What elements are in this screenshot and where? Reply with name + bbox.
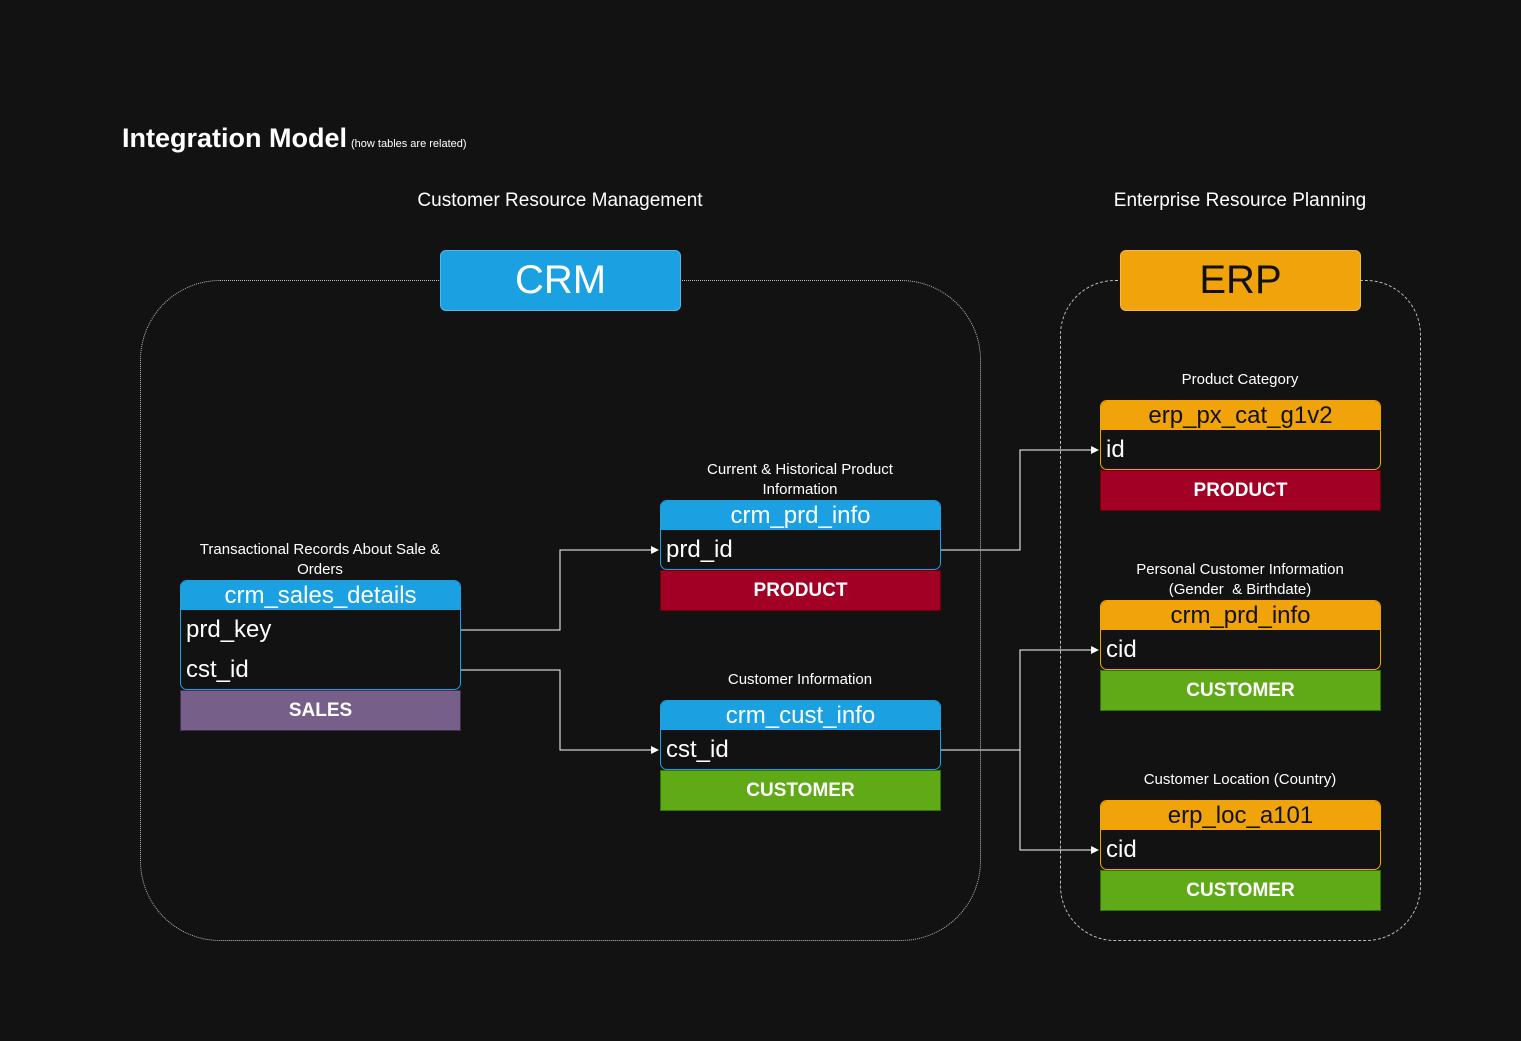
table-field-id: id [1106, 436, 1125, 463]
cust-info-caption: Customer Information [727, 671, 873, 688]
connector-cst-id-to-cust-info [460, 669, 659, 754]
diagram-title: Integration Model (how tables are related… [122, 123, 467, 154]
prd-info-caption: Current & Historical Product Information [707, 461, 893, 498]
px-cat-product-tag: PRODUCT [1100, 470, 1381, 511]
erp-cust-caption-line1: Personal Customer Information [1136, 561, 1344, 578]
erp-cust-table: crm_prd_info cid [1100, 600, 1381, 670]
connector-cst-id-to-loc [1019, 750, 1099, 854]
table-header: crm_prd_info [1101, 601, 1380, 630]
loc-caption: Customer Location (Country) [1143, 771, 1337, 788]
connector-cst-id-to-erp-cust [940, 646, 1099, 751]
sales-tag: SALES [180, 690, 461, 731]
cust-info-customer-tag: CUSTOMER [660, 770, 941, 811]
sales-table-caption: Transactional Records About Sale & Order… [199, 541, 441, 578]
table-header: crm_sales_details [181, 581, 460, 610]
table-field-cst-id: cst_id [666, 736, 729, 763]
table-field-prd-key: prd_key [186, 616, 272, 643]
table-field-cst-id: cst_id [186, 656, 249, 683]
crm-cust-info-table: crm_cust_info cst_id [660, 700, 941, 770]
crm-section-caption: Customer Resource Management [417, 190, 703, 211]
table-field-cid: cid [1106, 836, 1137, 863]
diagram-title-main: Integration Model [122, 123, 347, 153]
table-header: crm_prd_info [661, 501, 940, 530]
diagram-title-sub: (how tables are related) [351, 138, 467, 150]
table-field-prd-id: prd_id [666, 536, 733, 563]
connector-prd-id-to-px-cat [940, 446, 1099, 551]
erp-cust-caption-line2: (Gender & Birthdate) [1168, 581, 1312, 598]
loc-customer-tag: CUSTOMER [1100, 870, 1381, 911]
table-field-cid: cid [1106, 636, 1137, 663]
px-cat-caption: Product Category [1181, 371, 1299, 388]
connector-prd-key-to-prd-id [460, 546, 659, 631]
crm-sales-details-table: crm_sales_details prd_key cst_id [180, 580, 461, 690]
erp-section-caption: Enterprise Resource Planning [1113, 190, 1367, 211]
table-header: erp_px_cat_g1v2 [1101, 401, 1380, 430]
table-header: erp_loc_a101 [1101, 801, 1380, 830]
crm-badge: CRM [440, 250, 681, 311]
table-header: crm_cust_info [661, 701, 940, 730]
erp-loc-table: erp_loc_a101 cid [1100, 800, 1381, 870]
erp-px-cat-table: erp_px_cat_g1v2 id [1100, 400, 1381, 470]
crm-prd-info-table: crm_prd_info prd_id [660, 500, 941, 570]
erp-cust-caption: Personal Customer Information (Gender & … [1100, 560, 1380, 600]
erp-cust-customer-tag: CUSTOMER [1100, 670, 1381, 711]
prd-info-product-tag: PRODUCT [660, 570, 941, 611]
erp-badge: ERP [1120, 250, 1361, 311]
